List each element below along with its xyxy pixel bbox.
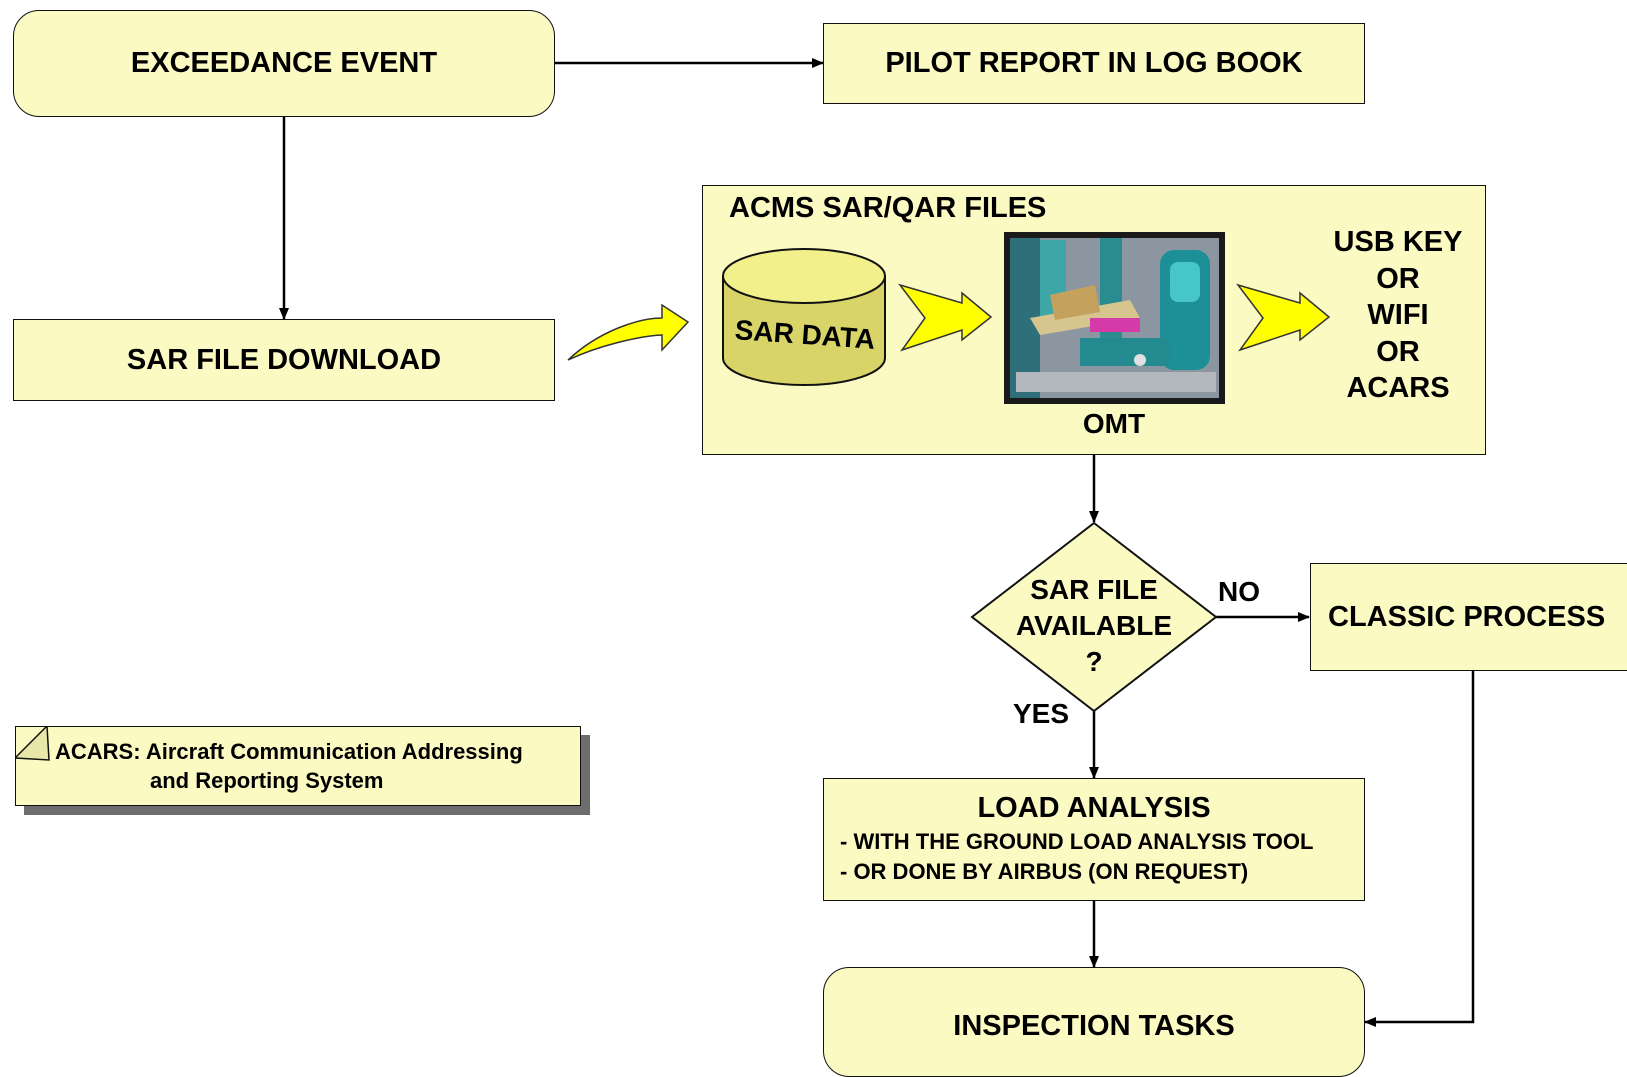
sar-file-download-label: SAR FILE DOWNLOAD [126,343,442,376]
transfer-option-or: OR [1376,335,1420,368]
inspection-tasks-node: INSPECTION TASKS [823,967,1365,1077]
note-line-1: ACARS: Aircraft Communication Addressing [55,739,523,765]
decision-line-3: ? [1085,646,1103,677]
decision-line-2: AVAILABLE [1015,610,1173,641]
transfer-option-acars: ACARS [1346,372,1450,404]
exceedance-event-node: EXCEEDANCE EVENT [13,10,555,117]
yes-label: YES [1012,698,1070,729]
exceedance-event-label: EXCEEDANCE EVENT [130,47,438,79]
no-label: NO [1218,576,1260,607]
acms-files-title: ACMS SAR/QAR FILES [729,192,1047,224]
transfer-option-wifi: WIFI [1367,299,1429,331]
pilot-report-label: PILOT REPORT IN LOG BOOK [885,47,1303,79]
note-term: ACARS: [55,739,141,764]
transfer-option-usb-key: USB KEY [1333,226,1463,258]
decision-text: SAR FILE AVAILABLE ? [994,572,1194,680]
acars-note: ACARS: Aircraft Communication Addressing… [15,726,581,806]
arrow-classic-to-inspection [1364,671,1475,1027]
inspection-tasks-label: INSPECTION TASKS [953,1009,1235,1042]
note-definition-1: Aircraft Communication Addressing [145,739,523,764]
load-analysis-title: LOAD ANALYSIS [977,792,1211,824]
sar-file-download-node: SAR FILE DOWNLOAD [13,319,555,401]
classic-process-label: CLASSIC PROCESS [1328,600,1606,633]
note-definition-2: and Reporting System [150,768,384,793]
load-analysis-item: - WITH THE GROUND LOAD ANALYSIS TOOL [840,829,1314,854]
page-fold-icon [15,726,50,761]
omt-label: OMT [1082,408,1146,439]
load-analysis-node: LOAD ANALYSIS - WITH THE GROUND LOAD ANA… [823,778,1365,901]
classic-process-node: CLASSIC PROCESS [1310,563,1627,671]
load-analysis-item: - OR DONE BY AIRBUS (ON REQUEST) [840,859,1249,884]
transfer-option-or: OR [1376,262,1420,295]
pilot-report-node: PILOT REPORT IN LOG BOOK [823,23,1365,104]
decision-line-1: SAR FILE [1030,574,1158,605]
transfer-options: USB KEY OR WIFI OR ACARS [1318,224,1478,407]
